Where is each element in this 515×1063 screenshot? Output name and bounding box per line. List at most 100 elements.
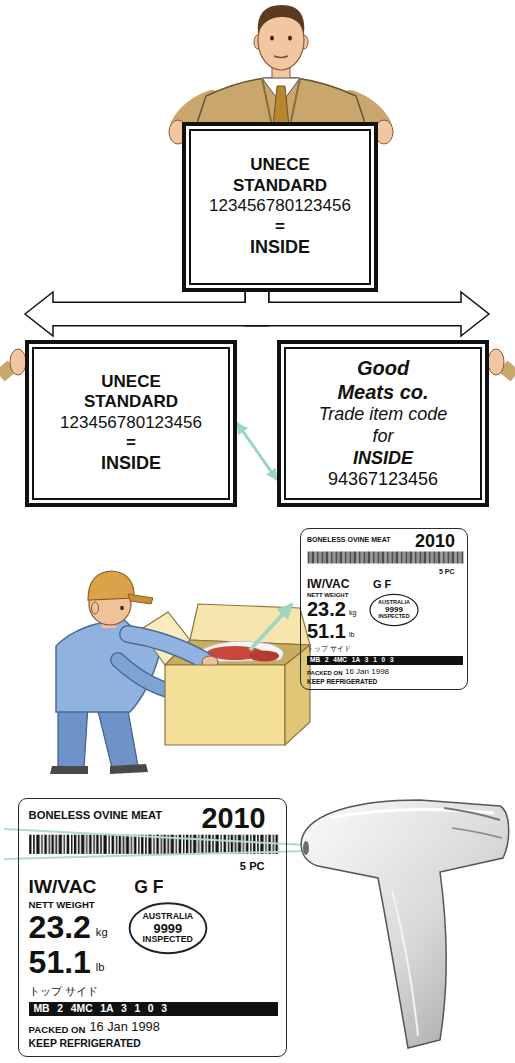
- stamp-number: 9999: [154, 922, 182, 936]
- pointer-arrow: [250, 604, 292, 650]
- worker-figure: [92, 602, 99, 614]
- weight-unit: lb: [96, 962, 105, 973]
- worker-figure: [120, 606, 124, 610]
- weight-unit: lb: [349, 631, 354, 638]
- link-arrow: [237, 423, 277, 480]
- block-arrow: [51, 289, 463, 314]
- barcode-scanner: [301, 800, 509, 1048]
- block-arrow-body: [257, 289, 463, 314]
- japanese-name: トップ サイド: [29, 986, 99, 997]
- scan-beam: [4, 851, 306, 859]
- cut-name: INSIDE: [250, 237, 310, 259]
- presenter-figure: [273, 86, 289, 126]
- presenter-figure: [274, 56, 288, 58]
- grade-code: G F: [373, 579, 391, 590]
- worker-figure: [110, 764, 148, 774]
- worker-arms: [128, 634, 204, 660]
- stamp-ring: [370, 594, 418, 625]
- presenter-figure: [270, 36, 274, 41]
- pack-type: IW/VAC: [29, 877, 97, 896]
- storage-note: KEEP REFRIGERATED: [29, 1039, 141, 1049]
- worker-arms: [128, 634, 204, 660]
- block-arrow-head: [25, 292, 53, 336]
- pack-date: 16 Jan 1998: [89, 1021, 159, 1034]
- trade-code-sign: Good Meats co.Trade item code forINSIDE9…: [277, 340, 489, 507]
- presenter-figure: [262, 78, 300, 126]
- standard-sign: UNECE STANDARD123456780123456=INSIDE: [25, 340, 237, 507]
- stamp-text: INSPECTED: [378, 614, 409, 620]
- worker-figure: [128, 594, 153, 604]
- holding-hands: [10, 349, 26, 375]
- weight-unit: kg: [96, 927, 108, 938]
- scan-beam: [4, 829, 306, 859]
- standard-name: UNECE STANDARD: [75, 372, 187, 413]
- barcode-scanner: [303, 841, 309, 855]
- barcode-scanner: [301, 800, 509, 1048]
- stamp-text: INSPECTED: [143, 935, 193, 945]
- storage-note: KEEP REFRIGERATED: [307, 679, 377, 686]
- piece-count: 5 PC: [439, 568, 455, 575]
- weight-value: 23.2: [29, 911, 91, 943]
- carton-label: BONELESS OVINE MEAT 2010 5 PC IW/VAC G F NETT…: [18, 798, 287, 1057]
- carton-box: [249, 651, 279, 662]
- trade-item-code: 94367123456: [328, 469, 438, 491]
- code-caption: Trade item code for: [308, 404, 458, 447]
- grade-code: G F: [134, 879, 163, 897]
- equals-sign: =: [126, 433, 136, 453]
- equals-sign: =: [275, 217, 285, 237]
- weight-caption: NETT WEIGHT: [307, 592, 348, 598]
- block-arrow-body: [51, 289, 257, 314]
- code-band: MB 2 4MC 1A 3 1 0 3: [29, 1002, 279, 1016]
- pointer-arrow: [250, 604, 292, 650]
- standard-code: 123456780123456: [60, 413, 202, 433]
- link-arrow: [237, 423, 277, 480]
- packed-caption: PACKED ON: [29, 1025, 86, 1035]
- presenter-figure: [288, 36, 292, 41]
- code-band: MB 2 4MC 1A 3 1 0 3: [307, 656, 463, 665]
- barcode-scanner: [392, 890, 418, 1036]
- pack-type: IW/VAC: [307, 578, 349, 590]
- barcode-scanner: [444, 808, 500, 820]
- stamp-ring: [129, 904, 206, 954]
- worker-figure: [88, 571, 134, 600]
- company-name: Good Meats co.: [328, 356, 438, 404]
- barcode: [308, 552, 464, 564]
- worker-figure: [50, 766, 88, 774]
- weight-value: 51.1: [307, 621, 346, 641]
- japanese-name: トップ サイド: [307, 646, 351, 653]
- carton-front: [165, 645, 310, 745]
- standard-code: 123456780123456: [209, 196, 351, 216]
- stamp-number: 9999: [385, 606, 403, 615]
- pack-year: 2010: [201, 804, 265, 833]
- standard-name: UNECE STANDARD: [224, 155, 336, 196]
- carton-label: BONELESS OVINE MEAT20105 PCIW/VACG FNETT…: [300, 528, 468, 690]
- inspection-stamp: AUSTRALIA9999INSPECTED: [128, 901, 208, 955]
- standard-sign: UNECE STANDARD123456780123456=INSIDE: [182, 122, 378, 292]
- pack-date: 16 Jan 1998: [345, 668, 389, 676]
- stamp-text: AUSTRALIA: [142, 912, 193, 922]
- weight-unit: kg: [349, 609, 356, 616]
- presenter-figure: [258, 5, 305, 34]
- piece-count: 5 PC: [240, 861, 265, 872]
- weight-value: 23.2: [307, 599, 346, 619]
- barcode: [308, 552, 464, 564]
- weight-caption: NETT WEIGHT: [29, 900, 95, 910]
- carton-box: [190, 604, 310, 645]
- packed-caption: PACKED ON: [307, 670, 343, 676]
- worker-figure: [58, 705, 88, 768]
- pack-year: 2010: [415, 532, 455, 550]
- holding-hands: [0, 366, 12, 376]
- inspection-stamp: AUSTRALIA9999INSPECTED: [369, 593, 419, 627]
- holding-hands: [503, 366, 515, 376]
- product-name: BONELESS OVINE MEAT: [29, 810, 162, 821]
- block-arrow-head: [461, 292, 489, 336]
- cut-name: INSIDE: [101, 453, 161, 475]
- barcode-scanner: [452, 828, 502, 838]
- barcode-scanner: [330, 809, 494, 818]
- weight-value: 51.1: [29, 946, 91, 978]
- holding-hands: [488, 349, 504, 375]
- presenter-figure: [196, 78, 366, 126]
- carton-front: [165, 665, 285, 745]
- cut-name: INSIDE: [353, 448, 413, 470]
